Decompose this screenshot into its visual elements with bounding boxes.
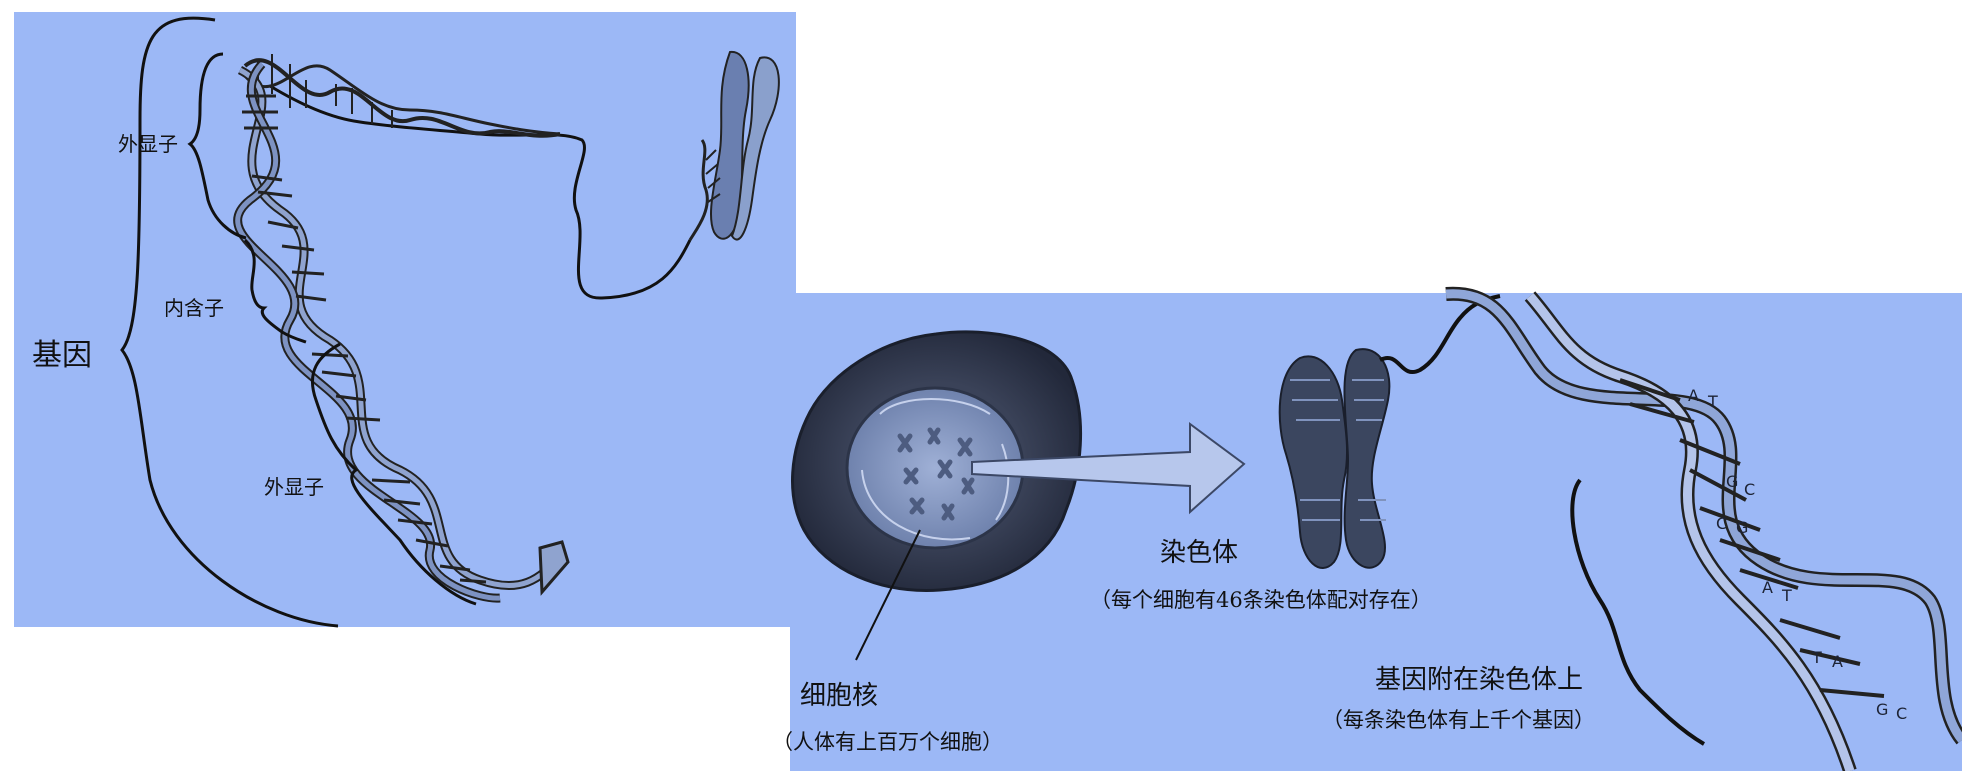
base-letter: T [1782, 588, 1792, 604]
base-letter: A [1688, 388, 1699, 404]
base-letter: C [1716, 516, 1727, 532]
base-letter: G [1876, 702, 1888, 718]
x-chromosome-icon [1280, 296, 1500, 568]
base-letter: C [1896, 706, 1907, 722]
base-letter: A [1832, 654, 1843, 670]
nucleus-label: 细胞核 [800, 683, 878, 709]
gene-note: （每条染色体有上千个基因） [1322, 710, 1595, 731]
chromosome-label: 染色体 [1160, 540, 1238, 566]
nucleus-note: （人体有上百万个细胞） [772, 732, 1003, 753]
chromosome-note: （每个细胞有46条染色体配对存在） [1090, 590, 1432, 611]
gene-on-chromosome-label: 基因附在染色体上 [1375, 667, 1583, 693]
base-letter: C [1744, 482, 1755, 498]
base-letter: G [1726, 474, 1738, 490]
base-letter: T [1812, 650, 1822, 666]
base-letter: G [1736, 520, 1748, 536]
base-letter: T [1708, 394, 1718, 410]
base-letter: A [1762, 580, 1773, 596]
